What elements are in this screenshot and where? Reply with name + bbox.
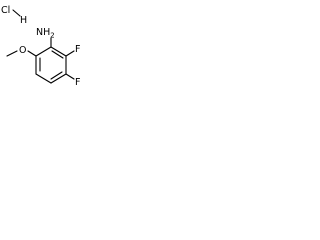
hcl-hydrogen-label: H xyxy=(20,15,27,26)
methoxy-ring-bond xyxy=(27,50,37,57)
ring-bond-3 xyxy=(50,73,67,84)
ring-bond-6 xyxy=(35,46,52,57)
fluorine-label-a: F xyxy=(75,44,80,55)
methoxy-group: O xyxy=(6,45,37,57)
ring-bond-4 xyxy=(35,73,52,84)
amine-nh-text: NH xyxy=(36,27,50,38)
h-cl-bond xyxy=(12,9,21,17)
chemical-structure-diagram: Cl H NH2 F F O xyxy=(1,5,80,88)
methoxy-oxygen-label: O xyxy=(19,45,26,56)
amine-group: NH2 xyxy=(36,27,55,48)
chlorine-label: Cl xyxy=(1,5,10,16)
amine-subscript: 2 xyxy=(50,32,54,40)
ring-bond-1 xyxy=(50,46,67,57)
ring-double-bond-1 xyxy=(51,50,64,59)
fluorine-label-b: F xyxy=(75,77,80,88)
ring-double-bond-2 xyxy=(50,71,63,80)
benzene-ring xyxy=(35,46,67,84)
fluorine-groups: F F xyxy=(65,44,80,88)
hydrochloride-salt: Cl H xyxy=(1,5,27,26)
fluorine-bond-b xyxy=(65,73,75,80)
amine-label: NH2 xyxy=(36,27,55,40)
methyl-bond xyxy=(6,50,18,57)
fluorine-bond-a xyxy=(65,50,75,57)
